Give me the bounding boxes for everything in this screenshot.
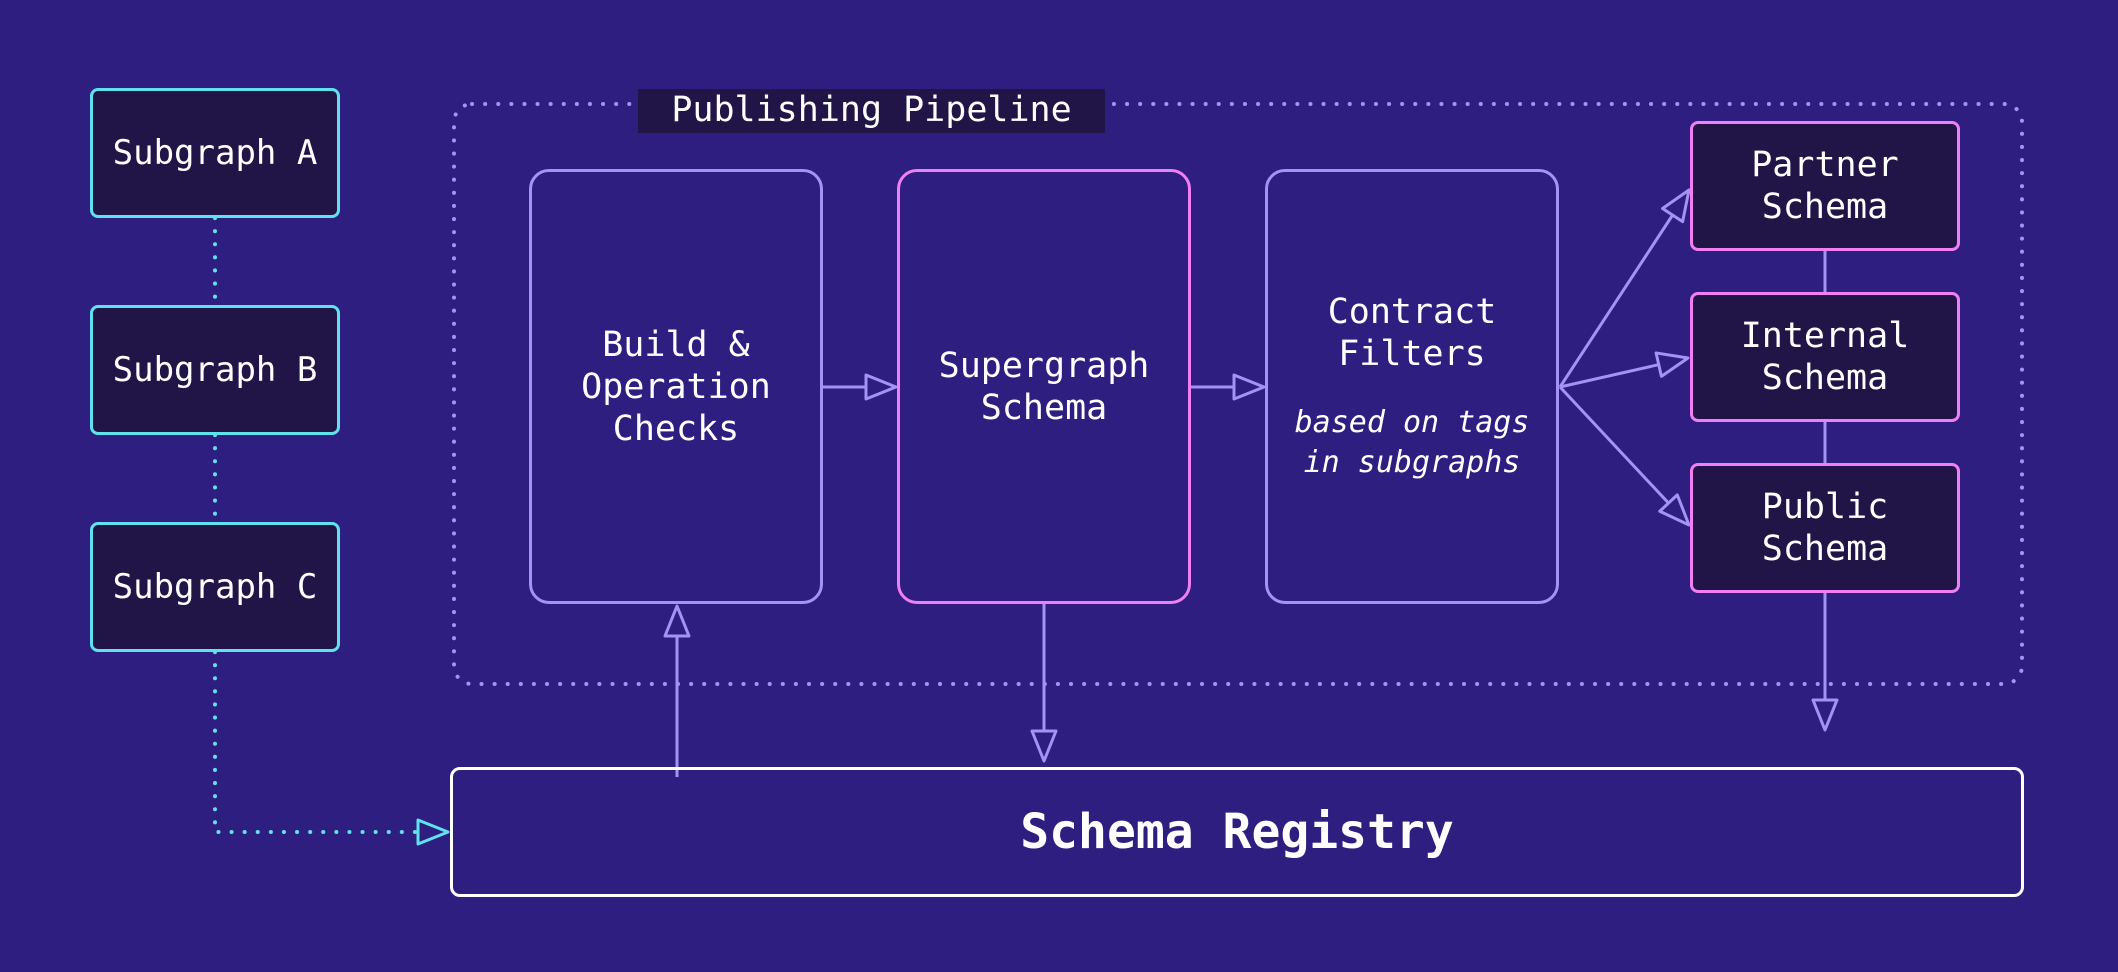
contract-filters-note: based on tags in subgraphs — [1294, 404, 1530, 480]
partner-schema-node: Partner Schema — [1690, 121, 1960, 251]
contract-filters-title: Contract Filters — [1327, 291, 1497, 374]
subgraph-b-node: Subgraph B — [90, 305, 340, 435]
supergraph-schema-node: Supergraph Schema — [897, 169, 1191, 604]
contract-to-partner-arrow — [1558, 188, 1691, 388]
subgraphs-to-registry-arrow — [213, 650, 450, 846]
public-schema-node: Public Schema — [1690, 463, 1960, 593]
contract-to-public-arrow — [1558, 385, 1691, 527]
internal-schema-node: Internal Schema — [1690, 292, 1960, 422]
contract-filters-node: Contract Filters based on tags in subgra… — [1265, 169, 1559, 604]
pipeline-title: Publishing Pipeline — [638, 89, 1105, 133]
pipeline-outline — [452, 102, 2024, 686]
subgraph-a-node: Subgraph A — [90, 88, 340, 218]
build-checks-node: Build & Operation Checks — [529, 169, 823, 604]
subgraph-c-node: Subgraph C — [90, 522, 340, 652]
schema-registry-node: Schema Registry — [450, 767, 2024, 897]
contract-to-internal-arrow — [1559, 351, 1690, 389]
